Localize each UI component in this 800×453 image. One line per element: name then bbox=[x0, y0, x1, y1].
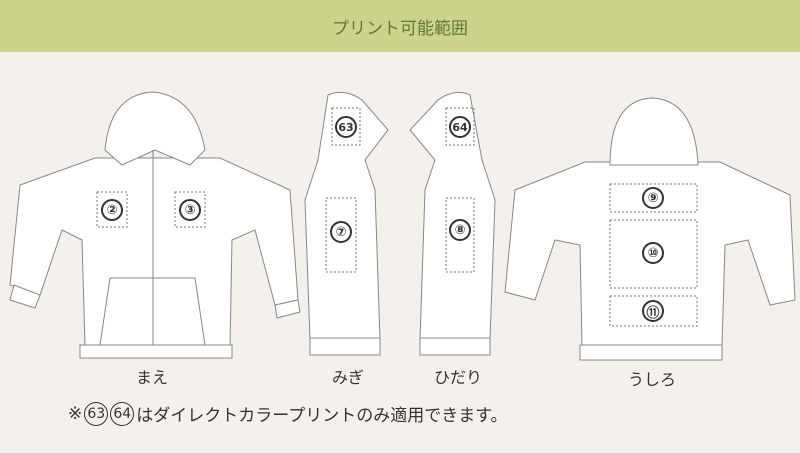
print-areas bbox=[96, 107, 698, 327]
area-label-7: ⑦ bbox=[330, 221, 352, 243]
view-label-front: まえ bbox=[135, 368, 169, 387]
area-label-3: ③ bbox=[179, 199, 201, 221]
area-label-9: ⑨ bbox=[642, 187, 664, 209]
area-9 bbox=[609, 183, 698, 213]
section-header: プリント可能範囲 bbox=[0, 0, 800, 52]
area-label-64: 64 bbox=[449, 116, 471, 138]
hoodie-right bbox=[304, 91, 389, 356]
area-label-11: ⑪ bbox=[642, 300, 664, 322]
footnote: ※ 63 64 はダイレクトカラープリントのみ適用できます。 bbox=[68, 401, 508, 426]
note-area-64: 64 bbox=[110, 401, 135, 426]
area-label-63: 63 bbox=[335, 116, 357, 138]
area-label-10: ⑩ bbox=[642, 242, 664, 264]
view-label-left: ひだり bbox=[433, 368, 483, 387]
area-10 bbox=[609, 219, 698, 289]
view-label-right: みぎ bbox=[331, 368, 365, 387]
area-2 bbox=[96, 191, 128, 228]
area-8 bbox=[445, 197, 475, 273]
area-3 bbox=[174, 191, 206, 228]
area-64 bbox=[445, 107, 475, 146]
area-label-2: ② bbox=[101, 199, 123, 221]
note-prefix: ※ bbox=[68, 403, 83, 424]
header-title: プリント可能範囲 bbox=[332, 18, 468, 39]
note-text: はダイレクトカラープリントのみ適用できます。 bbox=[136, 406, 508, 426]
area-11 bbox=[609, 295, 698, 327]
area-63 bbox=[331, 107, 361, 146]
area-label-8: ⑧ bbox=[449, 219, 471, 241]
hoodie-left bbox=[409, 91, 496, 356]
view-label-back: うしろ bbox=[627, 370, 677, 389]
hoodie-front bbox=[9, 91, 301, 359]
note-area-63: 63 bbox=[84, 401, 109, 426]
